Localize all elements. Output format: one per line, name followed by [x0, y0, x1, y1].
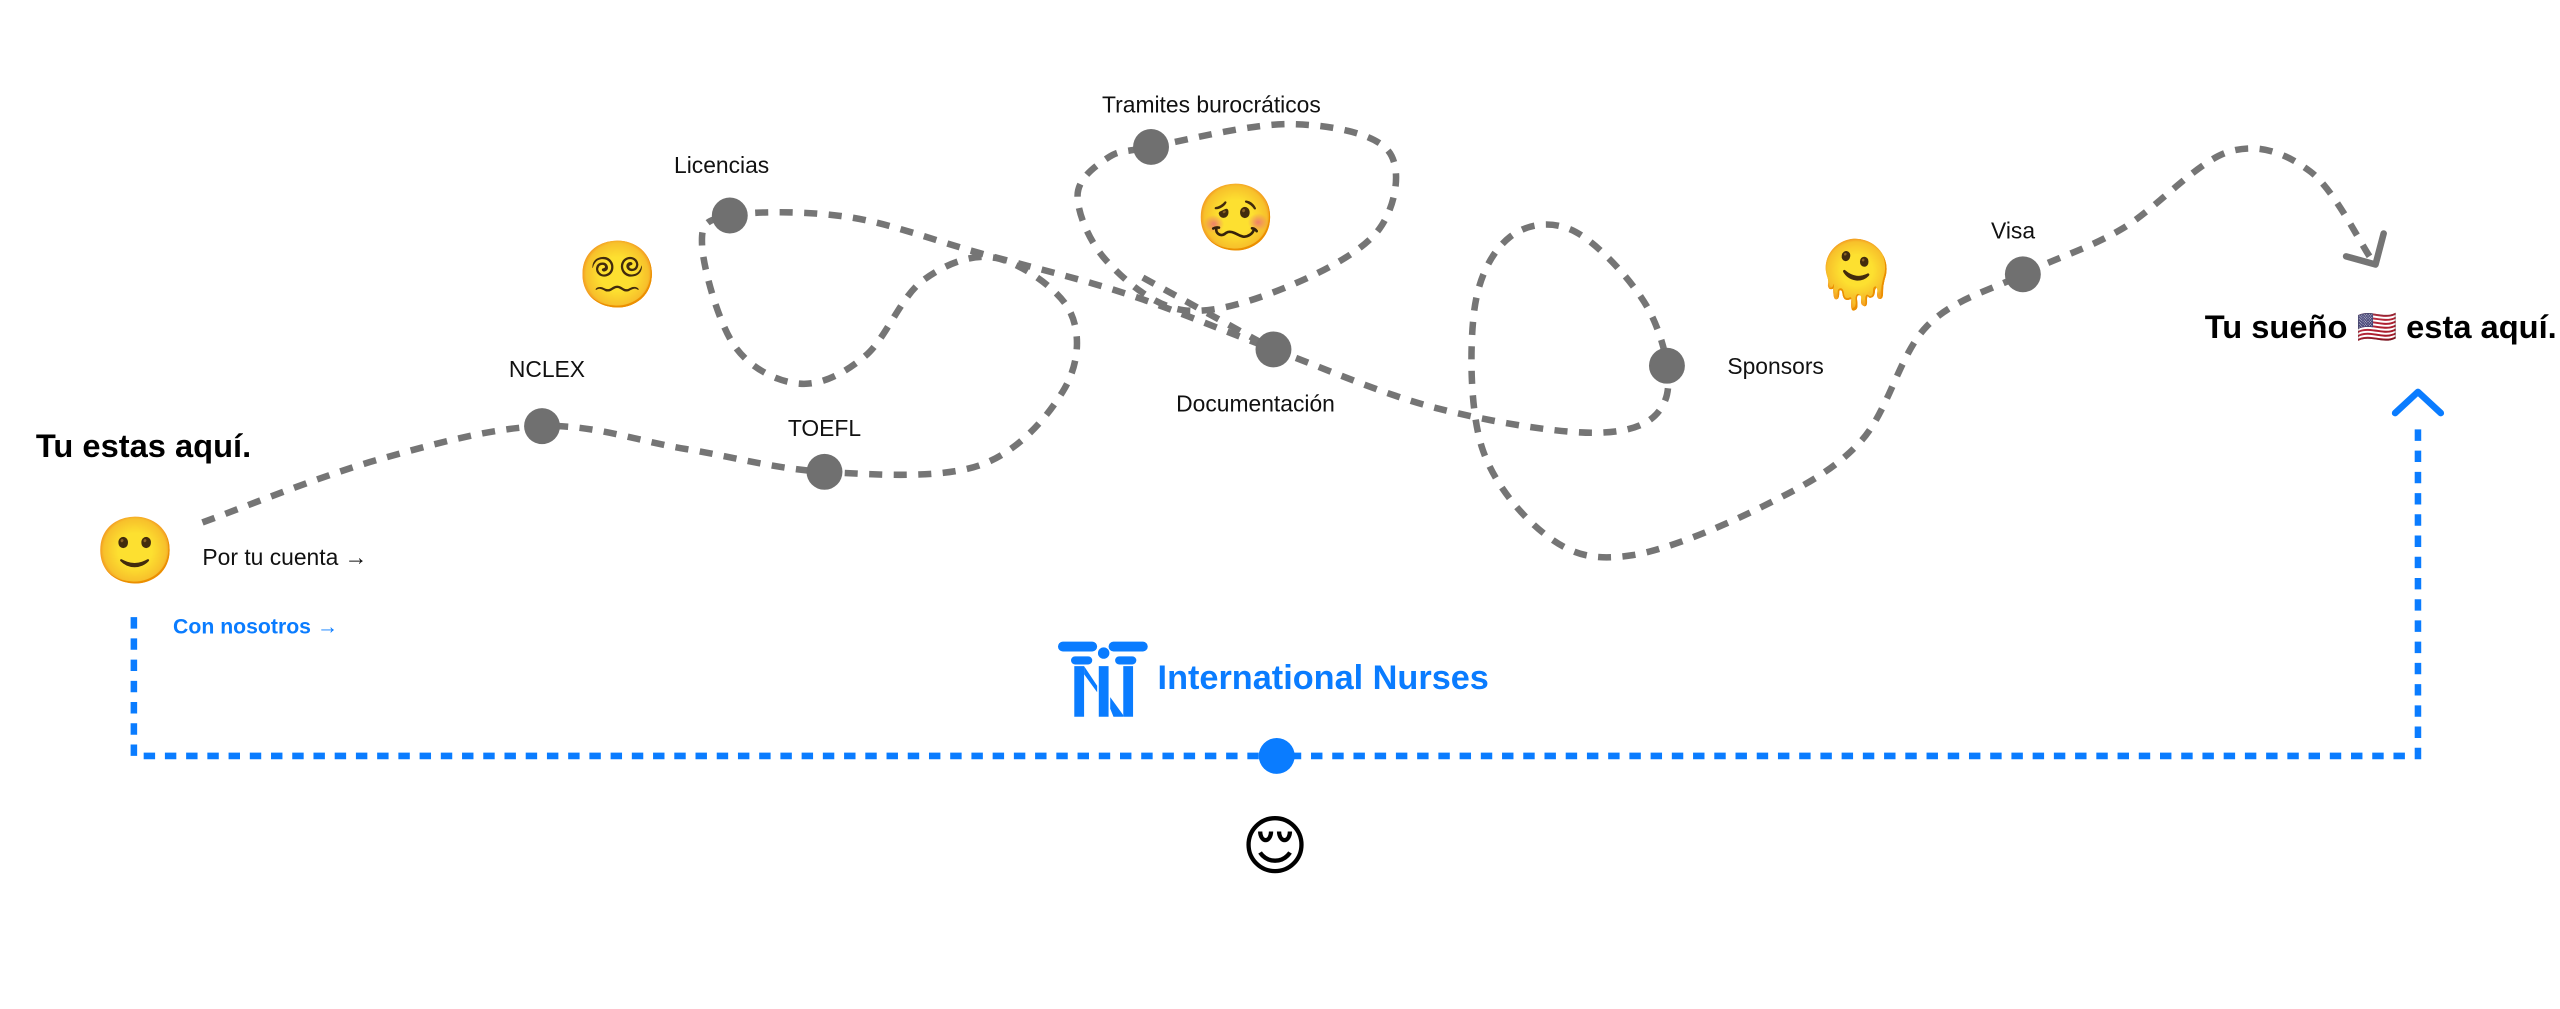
goal-arrowhead-icon [2342, 230, 2387, 268]
milestone-label-visa: Visa [1991, 217, 2035, 243]
smiling-face-icon: 🙂 [95, 514, 176, 587]
melting-face-icon: 🫠 [1816, 231, 1897, 312]
with-us-label: Con nosotros → [173, 615, 338, 638]
milestone-dot-visa [2004, 256, 2041, 293]
alone-label: Por tu cuenta → [202, 544, 367, 570]
start-title: Tu estas aquí. [36, 427, 251, 464]
milestone-label-licencias: Licencias [674, 152, 769, 178]
milestone-dot-documentacion [1255, 331, 1292, 368]
milestone-label-toefl: TOEFL [788, 415, 861, 441]
relieved-face-icon: 😌 [1241, 810, 1309, 883]
house-icon [2391, 388, 2445, 417]
brand-logo-icon [1057, 641, 1148, 717]
woozy-face-icon: 🥴 [1195, 181, 1276, 254]
with-us-dot [1258, 737, 1295, 774]
milestone-label-documentacion: Documentación [1176, 390, 1335, 416]
with-us-path [130, 421, 2422, 760]
milestone-dot-sponsors [1648, 347, 1685, 384]
milestone-label-nclex: NCLEX [509, 356, 585, 382]
brand-name: International Nurses [1158, 659, 1489, 697]
milestone-dot-tramites [1133, 128, 1169, 165]
tramites-loop-path [1074, 120, 1400, 353]
milestone-label-sponsors: Sponsors [1727, 353, 1824, 379]
milestone-label-tramites: Tramites burocráticos [1102, 92, 1321, 118]
dizzy-face-icon: 😵‍💫 [576, 238, 657, 311]
milestone-dot-nclex [524, 408, 560, 445]
milestone-dot-toefl [806, 453, 843, 490]
goal-title: Tu sueño 🇺🇸 esta aquí. [2205, 308, 2557, 345]
milestone-dot-licencias [711, 197, 748, 234]
